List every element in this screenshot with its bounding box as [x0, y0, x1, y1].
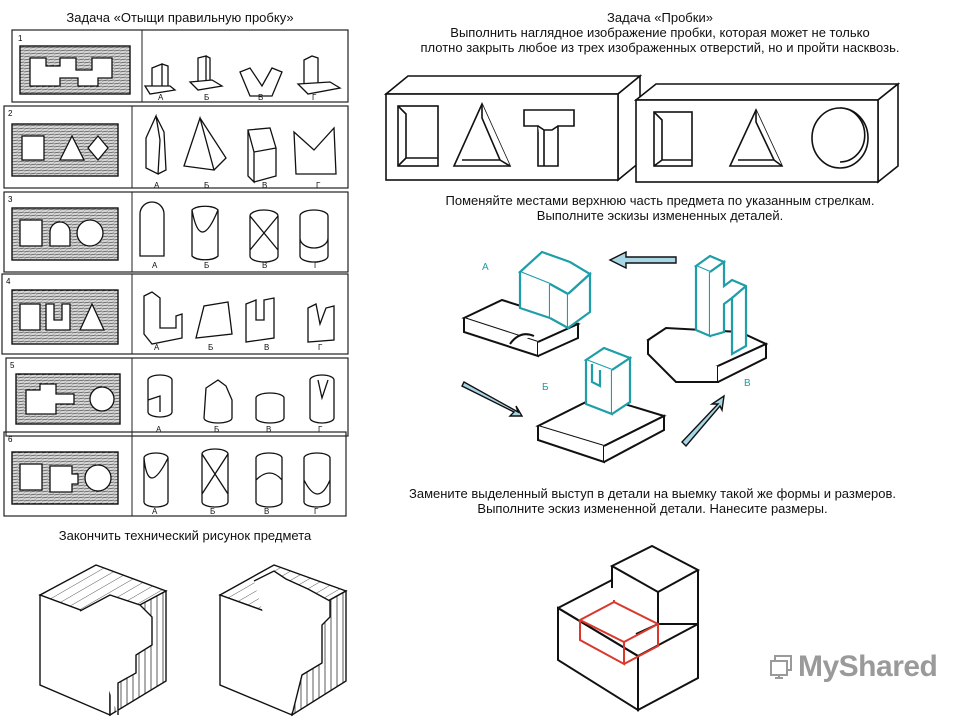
- row-6: 6: [3, 431, 347, 517]
- row-1-letter-a: А: [158, 93, 164, 102]
- row-number: 1: [18, 34, 23, 43]
- replace-task-line1: Замените выделенный выступ в детали на в…: [408, 486, 896, 501]
- plugs-task-title: Задача «Пробки»: [607, 10, 713, 25]
- arrow-to-v: [681, 394, 725, 448]
- row-2-letter-b: Б: [204, 181, 209, 190]
- replace-protrusion-drawing: [557, 544, 701, 712]
- row-5-letter-v: В: [266, 425, 271, 434]
- replace-task-line2: Выполните эскиз измененной детали. Нанес…: [477, 501, 828, 516]
- cube-drawing-1: [38, 564, 168, 717]
- plug-blocks-figure: [378, 70, 958, 190]
- row-4-letter-v: В: [264, 343, 269, 352]
- row-number: 5: [10, 361, 15, 370]
- row-number: 2: [8, 109, 13, 118]
- plug-blocks-drawing: [383, 74, 901, 184]
- row-3: 3: [3, 191, 349, 273]
- part-a: А: [461, 250, 592, 358]
- swap-parts-drawing: А Б: [461, 250, 769, 464]
- plug-rows-panel: 1 А Б В Г 2: [0, 28, 352, 518]
- plugs-task-line2: плотно закрыть любое из трех изображенны…: [420, 40, 900, 55]
- cube-drawing-2: [218, 564, 348, 717]
- row-6-letter-v: В: [264, 507, 269, 516]
- left-title: Задача «Отыщи правильную пробку»: [66, 10, 294, 25]
- row-number: 6: [8, 435, 13, 444]
- row-number: 3: [8, 195, 13, 204]
- plugs-task-line1: Выполнить наглядное изображение пробки, …: [450, 25, 870, 40]
- swap-task-line1: Поменяйте местами верхнюю часть предмета…: [445, 193, 875, 208]
- row-3-letter-a: А: [152, 261, 158, 270]
- part-v: В: [646, 254, 769, 389]
- finish-task-title: Закончить технический рисунок предмета: [58, 528, 312, 543]
- part-label-b: Б: [542, 382, 549, 393]
- row-3-letter-g: Г: [314, 261, 319, 270]
- row-2: 2: [3, 105, 349, 189]
- row-5-letter-a: А: [156, 425, 162, 434]
- swap-parts-figure: А Б: [450, 236, 780, 481]
- row-3-letter-b: Б: [204, 261, 209, 270]
- technical-drawings-figure: [30, 555, 360, 717]
- row-2-letter-g: Г: [316, 181, 321, 190]
- row-5-letter-b: Б: [214, 425, 219, 434]
- row-4-letter-b: Б: [208, 343, 213, 352]
- row-1: 1: [11, 29, 349, 103]
- row-4-letter-a: А: [154, 343, 160, 352]
- row-6-letter-g: Г: [314, 507, 319, 516]
- row-2-letter-a: А: [154, 181, 160, 190]
- row-number: 4: [6, 277, 11, 286]
- part-label-a: А: [482, 262, 489, 273]
- slides-icon: [770, 655, 792, 679]
- technical-drawings: [38, 564, 348, 717]
- arrow-to-a: [608, 250, 677, 270]
- replace-protrusion-figure: [548, 540, 748, 718]
- row-6-letter-a: А: [152, 507, 158, 516]
- row-1-letter-b: Б: [204, 93, 209, 102]
- row-2-letter-v: В: [262, 181, 267, 190]
- watermark: MyShared: [768, 650, 938, 684]
- plug-rows-drawing: 1 А Б В Г 2: [1, 29, 349, 517]
- row-5-letter-g: Г: [318, 425, 323, 434]
- row-4: 4: [1, 273, 349, 355]
- row-4-letter-g: Г: [318, 343, 323, 352]
- row-1-letter-g: Г: [312, 93, 317, 102]
- watermark-text: MyShared: [798, 650, 938, 683]
- part-b: Б: [535, 346, 667, 464]
- row-5: 5: [5, 357, 349, 437]
- part-label-v: В: [744, 378, 751, 389]
- swap-task-line2: Выполните эскизы измененных деталей.: [536, 208, 784, 223]
- arrow-to-b: [461, 381, 524, 417]
- row-6-letter-b: Б: [210, 507, 215, 516]
- highlighted-protrusion-sides: [579, 600, 659, 666]
- row-3-letter-v: В: [262, 261, 267, 270]
- row-1-letter-v: В: [258, 93, 263, 102]
